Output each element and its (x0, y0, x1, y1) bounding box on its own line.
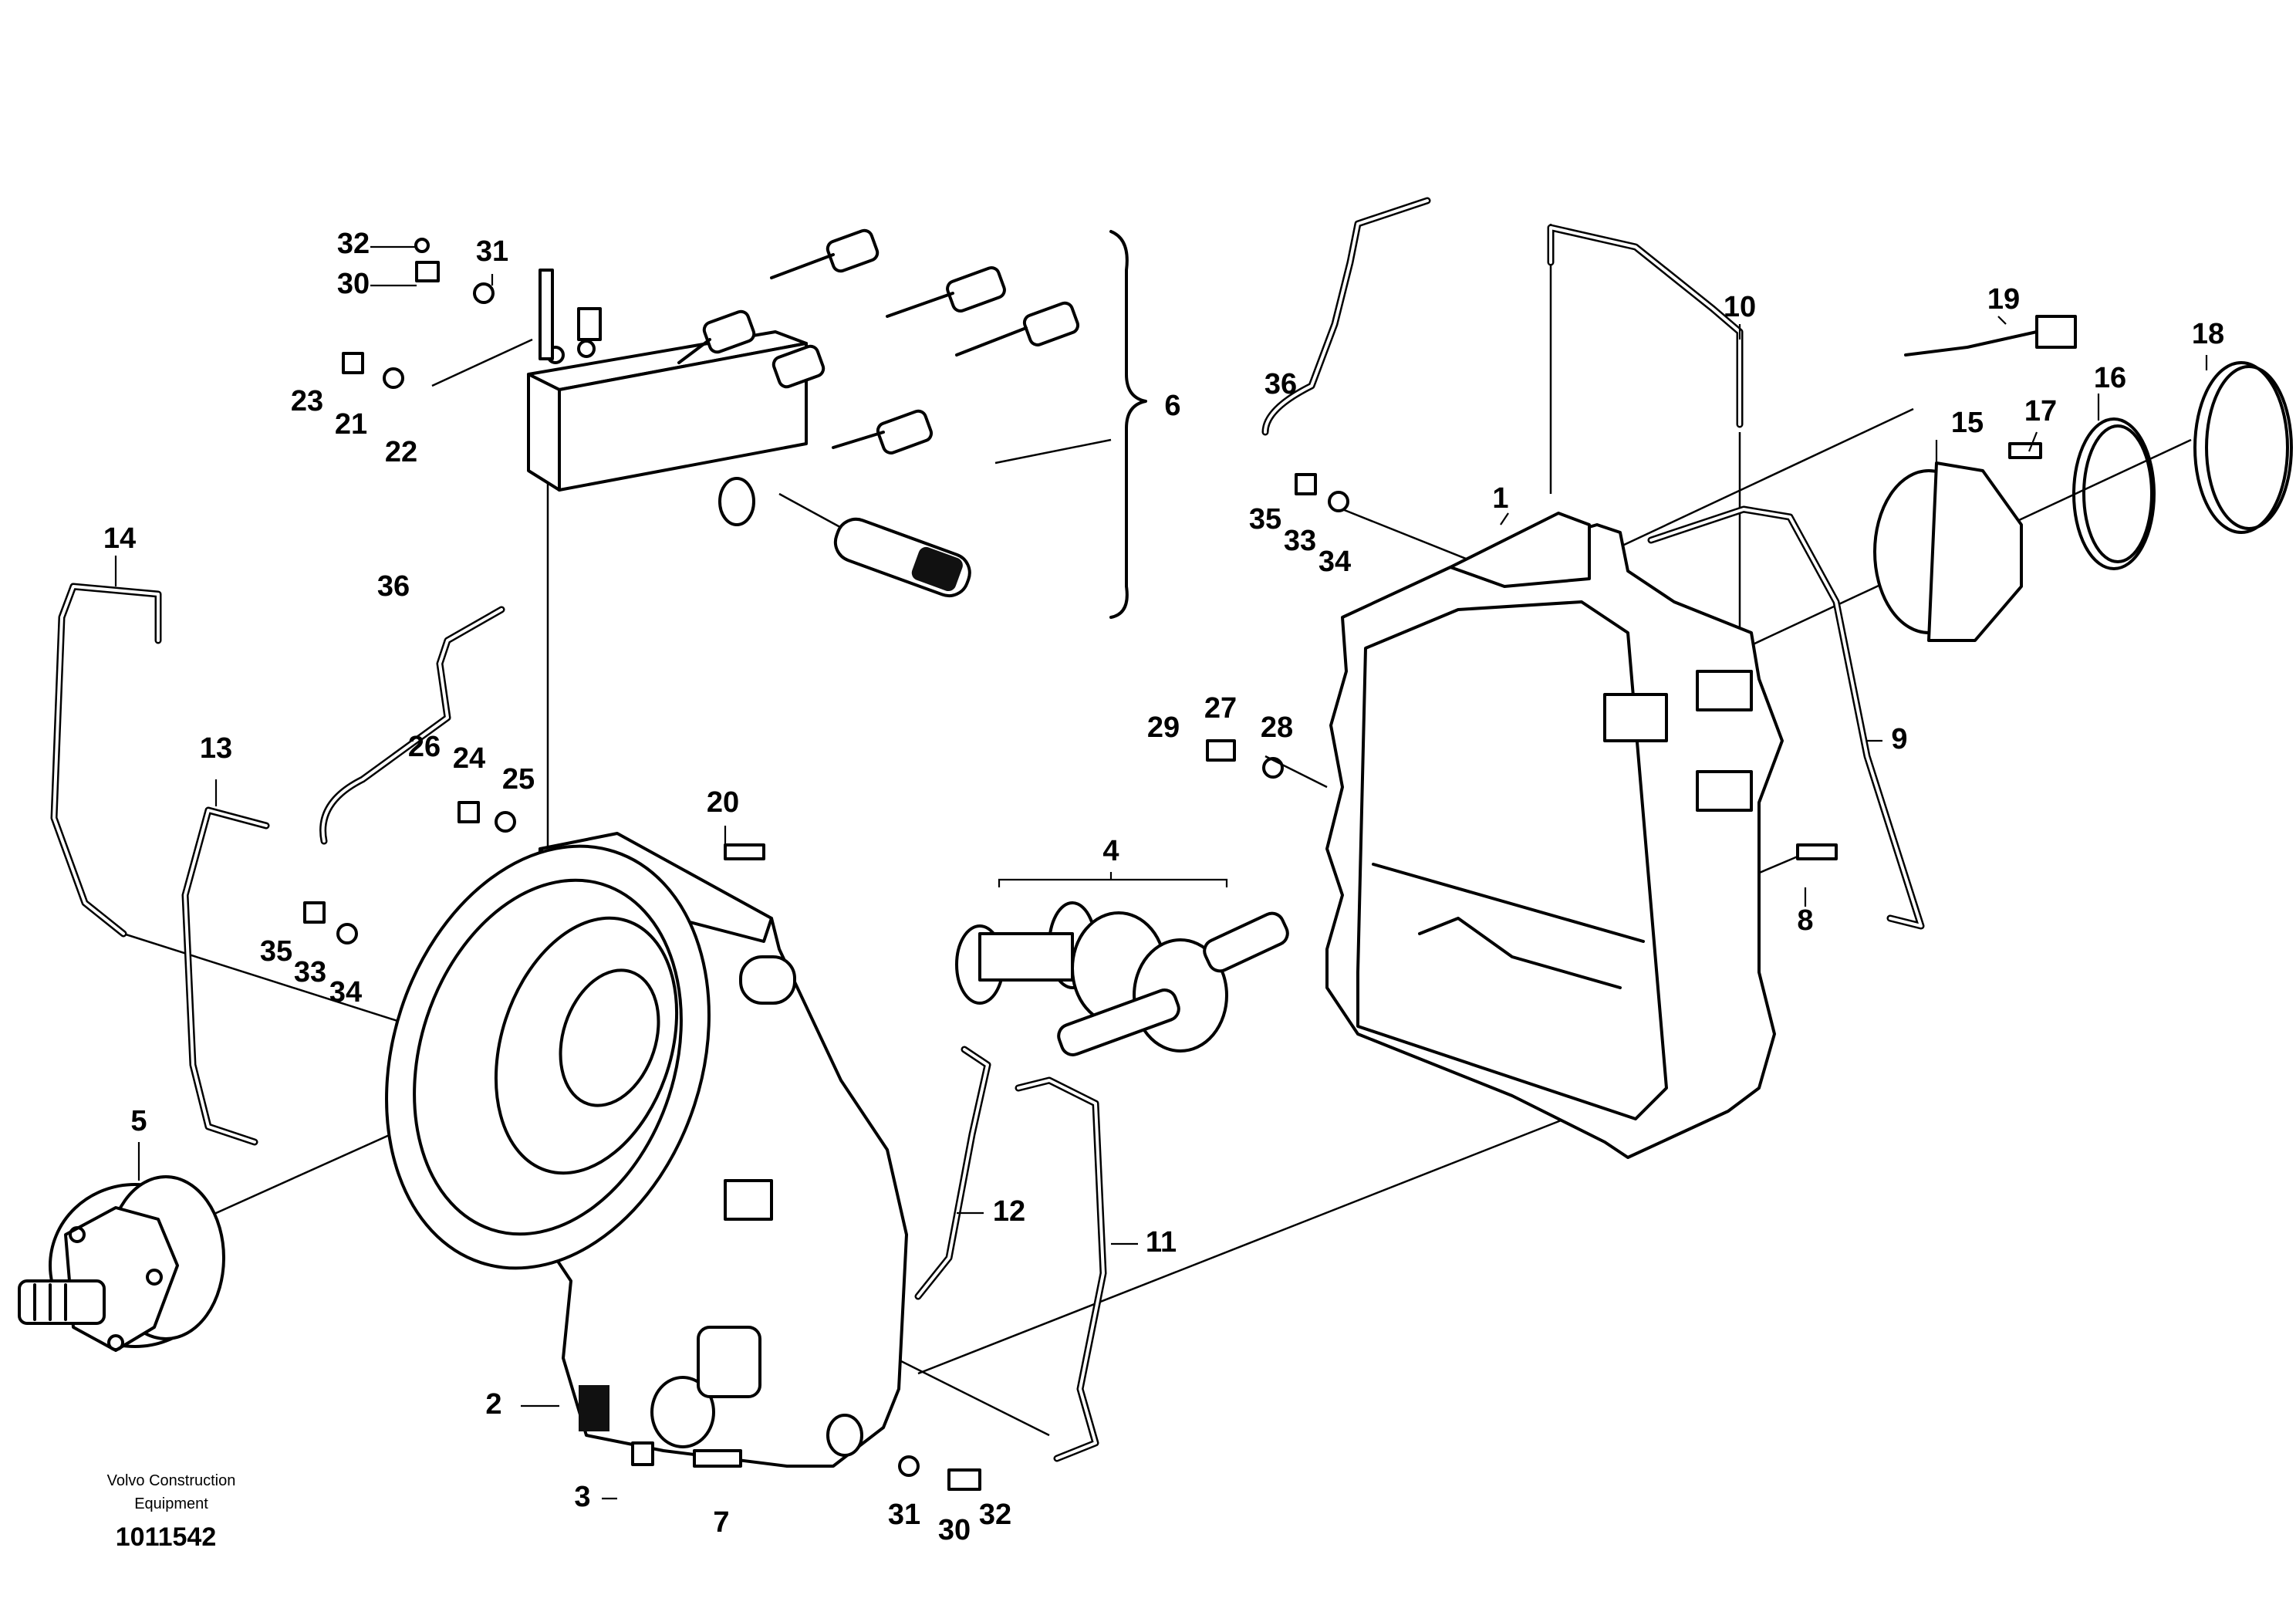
callout-33-right: 33 (1284, 525, 1316, 557)
callout-35-right: 35 (1249, 503, 1281, 536)
callout-31-bottom: 31 (888, 1499, 920, 1531)
callout-31-top: 31 (476, 235, 508, 268)
callout-35-left: 35 (260, 935, 292, 968)
callout-33-left: 33 (294, 956, 326, 988)
callout-3: 3 (574, 1481, 590, 1513)
callout-34-left: 34 (329, 976, 362, 1009)
solenoid (770, 228, 880, 279)
callout-12: 12 (993, 1195, 1025, 1228)
sensor (1904, 315, 2077, 357)
callout-11: 11 (1146, 1226, 1177, 1259)
callout-9: 9 (1891, 723, 1907, 755)
converter-housing (385, 832, 908, 1468)
solenoid (886, 266, 1006, 318)
callout-30-bottom: 30 (938, 1514, 971, 1546)
callout-8: 8 (1797, 904, 1813, 937)
callout-15: 15 (1951, 407, 1984, 439)
solenoid (677, 309, 756, 364)
leader-lines (114, 245, 2208, 1500)
callout-18: 18 (2192, 318, 2224, 350)
oil-pump (18, 1175, 225, 1352)
callout-labels: 1 2 3 4 5 6 7 8 9 10 11 12 13 14 15 16 1… (103, 228, 2224, 1546)
callout-23: 23 (291, 385, 323, 417)
callout-1: 1 (1492, 482, 1508, 515)
callout-25: 25 (502, 763, 535, 796)
callout-10: 10 (1724, 291, 1756, 323)
solenoid (772, 344, 826, 389)
callout-20: 20 (707, 786, 739, 819)
callout-24: 24 (453, 742, 485, 775)
callout-26: 26 (408, 731, 441, 763)
transmission-housing (1325, 512, 1784, 1159)
callout-21: 21 (335, 408, 367, 441)
shaft-gear-assembly (955, 901, 1289, 1056)
callout-34-right: 34 (1319, 546, 1351, 578)
callout-13: 13 (200, 732, 232, 765)
callout-6: 6 (1164, 390, 1180, 422)
callout-27: 27 (1204, 692, 1237, 725)
callout-16: 16 (2094, 362, 2126, 394)
callout-30-top: 30 (337, 268, 370, 300)
callout-4: 4 (1102, 835, 1119, 867)
callout-29: 29 (1147, 711, 1180, 744)
callout-5: 5 (130, 1105, 147, 1137)
pipes (50, 197, 1925, 1462)
callout-19: 19 (1987, 283, 2020, 316)
filter-assembly (1873, 361, 2293, 642)
spool-valve (833, 517, 971, 598)
callout-17: 17 (2024, 395, 2057, 427)
control-valve-assembly (527, 228, 1147, 619)
small-fittings (303, 238, 2042, 1491)
solenoid (955, 301, 1080, 357)
callout-36-right: 36 (1264, 368, 1297, 400)
callout-22: 22 (385, 436, 417, 468)
solenoid (832, 409, 934, 454)
figure-footer: Volvo Construction Equipment 1011542 (107, 1472, 236, 1552)
callout-36-left: 36 (377, 570, 410, 603)
callout-7: 7 (713, 1506, 729, 1539)
callout-2: 2 (485, 1388, 501, 1421)
publisher-line-2: Equipment (134, 1495, 208, 1512)
publisher-line-1: Volvo Construction (107, 1472, 236, 1489)
callout-32-bottom: 32 (979, 1499, 1011, 1531)
callout-14: 14 (103, 522, 136, 555)
callout-32-top: 32 (337, 228, 370, 260)
callout-28: 28 (1261, 711, 1293, 744)
figure-number: 1011542 (116, 1522, 217, 1552)
